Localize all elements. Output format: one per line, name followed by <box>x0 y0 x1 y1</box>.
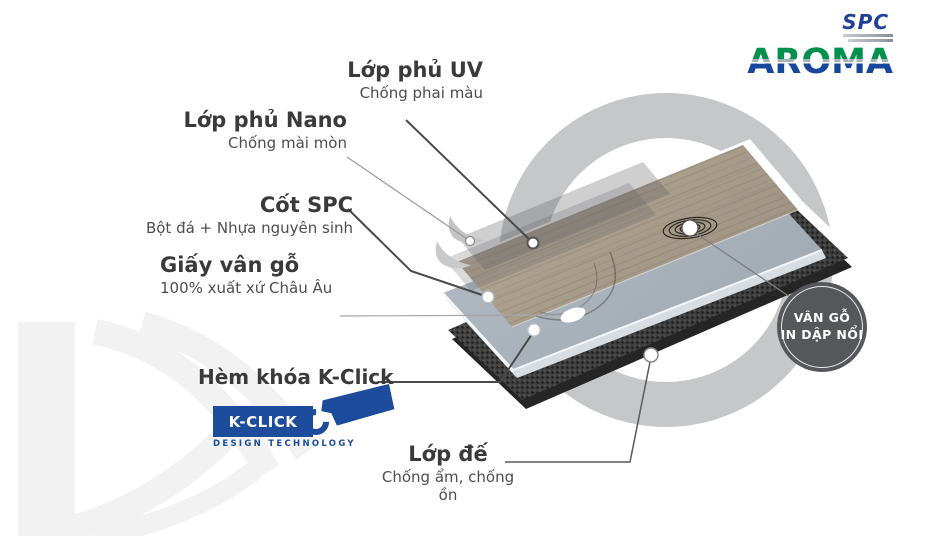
kclick-wordmark: K-CLICK <box>228 412 298 431</box>
embossed-grain-badge: VÂN GỖ IN DẬP NỔI <box>777 282 867 372</box>
lock-title: Hèm khóa K-Click <box>198 365 394 389</box>
nano-title: Lớp phủ Nano <box>183 108 347 132</box>
paper-subtitle: 100% xuất xứ Châu Âu <box>160 279 333 298</box>
core-subtitle: Bột đá + Nhựa nguyên sinh <box>145 219 353 238</box>
callout-spc-core: Cốt SPC Bột đá + Nhựa nguyên sinh <box>146 193 353 237</box>
callout-grain-paper: Giấy vân gỗ 100% xuất xứ Châu Âu <box>160 253 332 297</box>
uv-marker-dot <box>526 236 540 250</box>
base-marker-dot <box>643 347 659 363</box>
nano-leader-line <box>346 156 471 242</box>
wood-curl-outer <box>535 251 617 321</box>
spc-edge-highlight <box>442 249 823 372</box>
paper-leader-line <box>339 314 567 317</box>
core-marker-dot <box>481 290 495 304</box>
spc-underline-1 <box>843 34 893 37</box>
callout-uv: Lớp phủ UV Chống phai màu <box>347 58 483 102</box>
knot-marker-dot <box>681 219 699 237</box>
kclick-wordmark-bar: K-CLICK <box>213 406 313 437</box>
base-leader-line <box>505 356 652 463</box>
callout-lock: Hèm khóa K-Click <box>198 366 393 389</box>
sheet-curl-bottom <box>435 241 471 269</box>
sheet-curl-top <box>448 216 484 244</box>
badge-leader-line <box>696 233 791 298</box>
badge-line1: VÂN GỖ <box>793 310 851 326</box>
uv-title: Lớp phủ UV <box>347 58 483 82</box>
core-title: Cốt SPC <box>259 193 353 217</box>
spc-underline-2 <box>848 39 893 42</box>
aroma-wordmark: AROMA <box>730 44 893 80</box>
badge-line2: IN DẬP NỔI <box>780 327 864 342</box>
paper-marker-dot <box>560 307 586 323</box>
core-leader-line <box>347 208 489 298</box>
uv-subtitle: Chống phai màu <box>359 84 483 103</box>
base-title: Lớp đế <box>408 442 488 466</box>
callout-nano: Lớp phủ Nano Chống mài mòn <box>183 108 347 152</box>
nano-marker-dot <box>464 235 476 247</box>
uv-leader-line <box>405 119 534 244</box>
kclick-tagline: DESIGN TECHNOLOGY <box>213 439 356 449</box>
wood-edge-highlight <box>511 209 799 328</box>
nano-subtitle: Chống mài mòn <box>228 134 347 153</box>
aroma-logo: SPC AROMA <box>730 12 893 80</box>
aroma-spc-text: SPC <box>842 10 889 34</box>
lock-leader-line <box>378 330 535 383</box>
wood-curl-inner <box>539 262 598 316</box>
callout-base: Lớp đế Chống ẩm, chống ồn <box>378 442 518 504</box>
lock-marker-dot <box>527 323 541 337</box>
base-subtitle: Chống ẩm, chống ồn <box>381 468 515 505</box>
paper-title: Giấy vân gỗ <box>160 253 300 277</box>
